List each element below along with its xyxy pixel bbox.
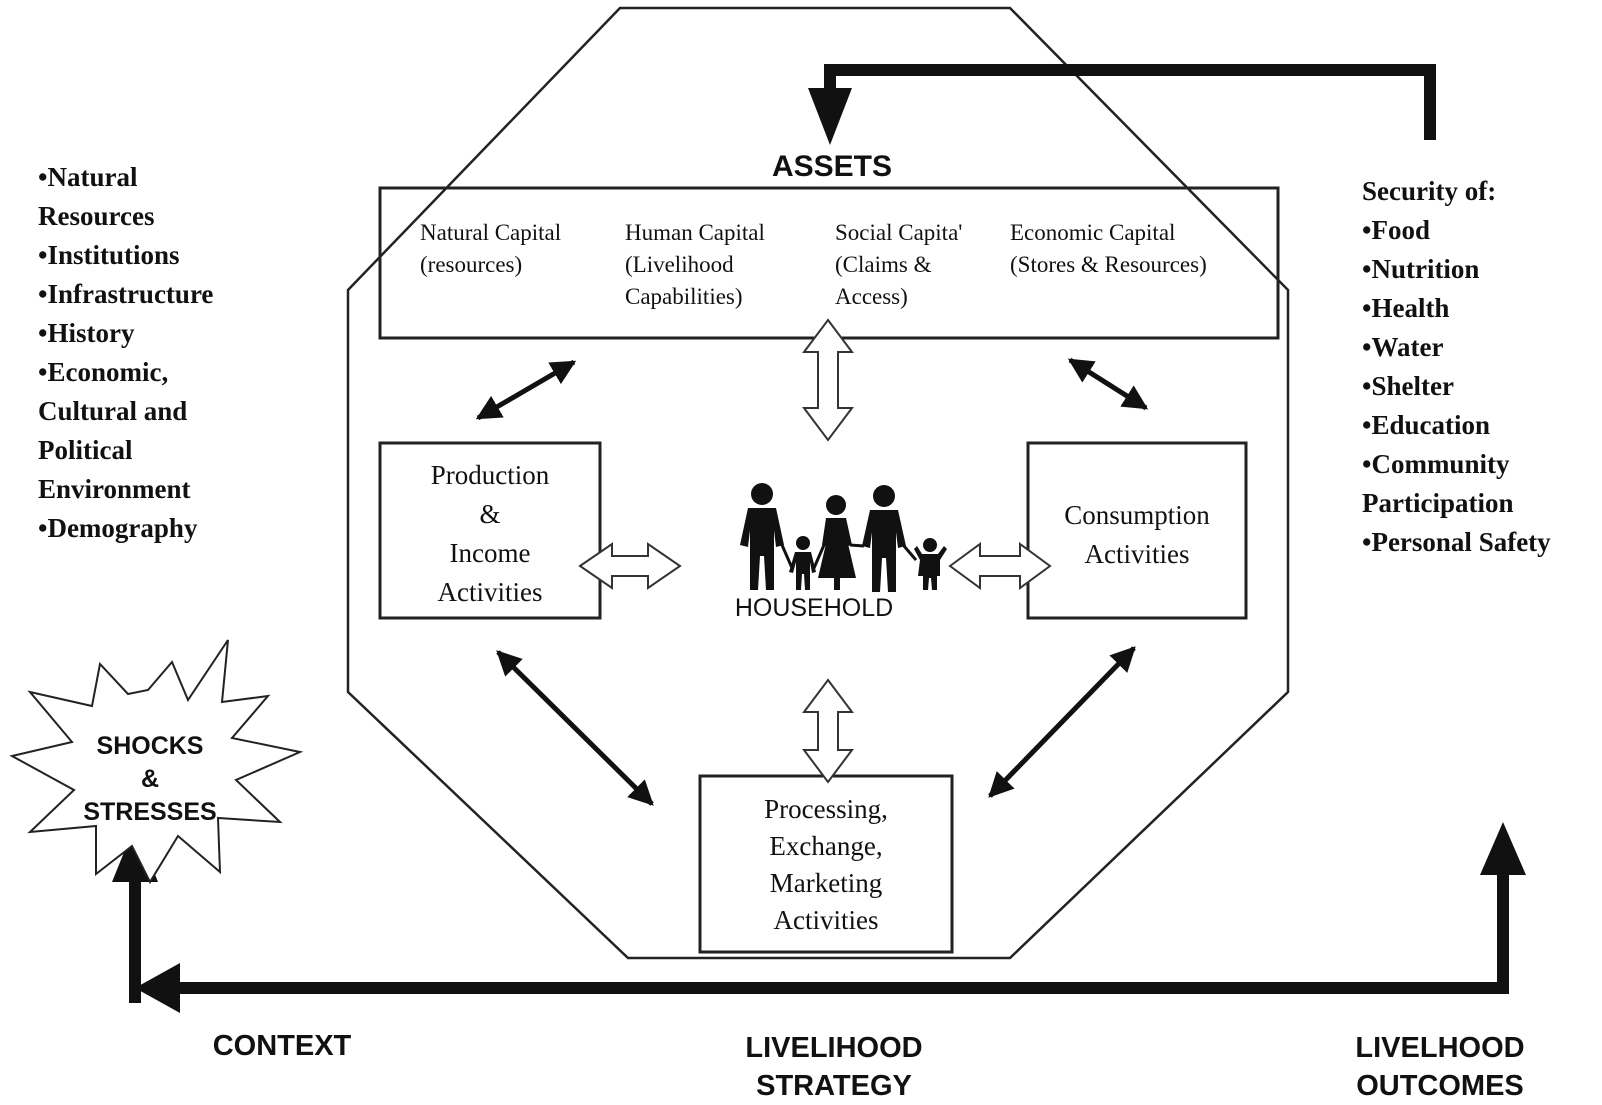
processing-label: Processing,	[764, 794, 888, 824]
production-label: Activities	[438, 577, 543, 607]
capital-detail: (resources)	[420, 252, 522, 277]
context-list-item: •History	[38, 318, 135, 348]
outcomes-list-item: •Community	[1362, 449, 1510, 479]
context-list-item: Cultural and	[38, 396, 187, 426]
context-label: CONTEXT	[213, 1030, 352, 1062]
production-label: &	[479, 499, 500, 529]
outcomes-list-item: •Health	[1362, 293, 1449, 323]
context-list-item: Political	[38, 435, 133, 465]
shocks-label: &	[141, 765, 159, 793]
outcomes-list-item: •Education	[1362, 410, 1490, 440]
production-label: Income	[450, 538, 531, 568]
shocks-label: SHOCKS	[97, 732, 204, 760]
feedback-arrow-top	[824, 64, 1436, 140]
outcomes-list-item: •Food	[1362, 215, 1430, 245]
outcomes-arrowhead-up	[1480, 822, 1526, 875]
capital-name: Social Capita'	[835, 220, 962, 245]
outcomes-list-item: Security of:	[1362, 176, 1496, 206]
context-list-item: •Infrastructure	[38, 279, 213, 309]
feedback-arrowhead-top	[808, 88, 852, 145]
hollow-arrow-production-household	[578, 542, 682, 590]
outcomes-list-item: •Shelter	[1362, 371, 1454, 401]
family-icon	[740, 483, 947, 592]
production-box	[378, 441, 602, 620]
context-list-item: •Institutions	[38, 240, 180, 270]
strategy-label: LIVELIHOOD	[745, 1032, 922, 1064]
capital-detail: (Claims &	[835, 252, 932, 277]
capital-name: Human Capital	[625, 220, 765, 245]
processing-label: Exchange,	[769, 831, 882, 861]
shocks-label: STRESSES	[83, 798, 216, 826]
arrow-consumption-processing	[988, 646, 1136, 798]
consumption-box	[1026, 441, 1248, 620]
capital-name: Economic Capital	[1010, 220, 1175, 245]
outcomes-label: LIVELHOOD	[1355, 1032, 1524, 1064]
capital-detail: Access)	[835, 284, 908, 309]
strategy-octagon	[346, 6, 1290, 960]
context-list-item: Environment	[38, 474, 191, 504]
capital-detail: Capabilities)	[625, 284, 743, 309]
outcomes-label: OUTCOMES	[1356, 1070, 1524, 1100]
hollow-arrow-assets-household	[802, 318, 854, 442]
shocks-starburst	[9, 639, 304, 885]
context-list-item: •Demography	[38, 513, 198, 543]
processing-label: Activities	[774, 905, 879, 935]
arrow-assets-production	[475, 359, 577, 421]
hollow-arrow-household-consumption	[948, 542, 1052, 590]
consumption-label: Activities	[1085, 539, 1190, 569]
context-list-item: •Natural	[38, 162, 138, 192]
production-label: Production	[431, 460, 550, 490]
assets-title: ASSETS	[772, 150, 892, 183]
hollow-arrow-household-processing	[802, 678, 854, 784]
arrow-production-processing	[496, 650, 654, 806]
context-list-item: Resources	[38, 201, 154, 231]
capital-detail: (Livelihood	[625, 252, 734, 277]
processing-label: Marketing	[770, 868, 882, 898]
capital-detail: (Stores & Resources)	[1010, 252, 1207, 277]
capital-name: Natural Capital	[420, 220, 561, 245]
feedback-line-bottom	[170, 870, 1509, 994]
strategy-label: STRATEGY	[756, 1070, 912, 1100]
bottom-arrowhead-left	[135, 963, 180, 1013]
arrow-assets-consumption	[1067, 357, 1149, 411]
processing-box	[698, 774, 954, 954]
outcomes-list-item: •Nutrition	[1362, 254, 1479, 284]
outcomes-list-item: Participation	[1362, 488, 1513, 518]
household-label: HOUSEHOLD	[735, 594, 893, 622]
outcomes-list-item: •Personal Safety	[1362, 527, 1551, 557]
outcomes-list-item: •Water	[1362, 332, 1443, 362]
consumption-label: Consumption	[1064, 500, 1210, 530]
context-list-item: •Economic,	[38, 357, 168, 387]
